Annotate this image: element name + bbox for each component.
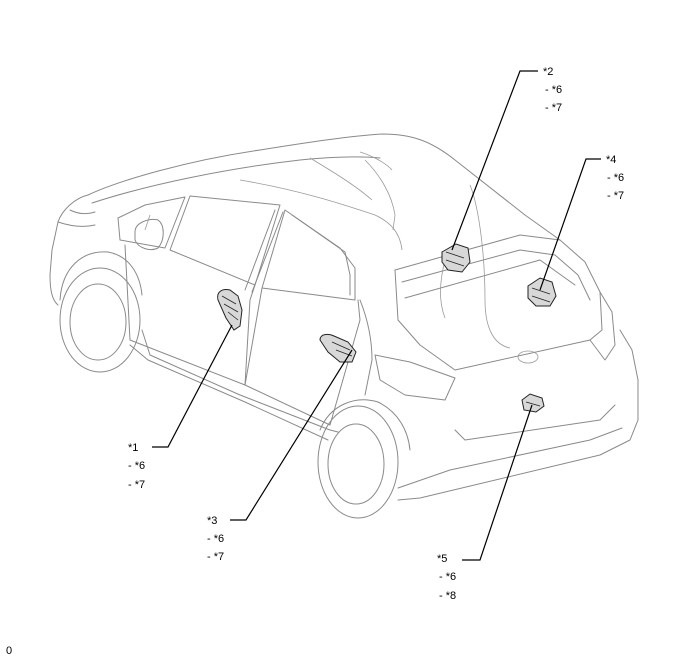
- callout-3: *3 - *6 - *7: [207, 515, 224, 563]
- callout-item: - *6: [545, 84, 562, 96]
- callout-label: *3: [207, 515, 217, 527]
- leader-line-4: [539, 158, 601, 291]
- vehicle-body-outline: [49, 133, 639, 519]
- callout-label: *4: [606, 154, 616, 166]
- leader-line-5: [462, 404, 533, 561]
- callout-item: - *6: [607, 172, 624, 184]
- callout-1: *1 - *6 - *7: [128, 442, 145, 491]
- callout-item: - *6: [128, 460, 145, 472]
- callout-item: - *6: [439, 571, 456, 583]
- part-1-icon: [217, 289, 243, 331]
- callout-label: *5: [437, 553, 447, 565]
- leader-line-3: [230, 349, 353, 521]
- callout-item: - *7: [545, 102, 562, 114]
- part-4-icon: [527, 277, 557, 307]
- callout-item: - *7: [207, 551, 224, 563]
- leader-lines: [152, 70, 601, 561]
- leader-line-1: [152, 324, 233, 448]
- callout-item: - *6: [207, 533, 224, 545]
- leader-line-2: [451, 70, 538, 251]
- callout-item: - *7: [607, 190, 624, 202]
- callout-item: - *7: [128, 479, 145, 491]
- callout-item: - *8: [439, 590, 456, 602]
- footer-code: 0: [6, 645, 12, 657]
- part-2-icon: [441, 243, 471, 273]
- part-3-icon: [319, 333, 357, 363]
- callout-4: *4 - *6 - *7: [606, 154, 624, 202]
- callout-2: *2 - *6 - *7: [543, 66, 562, 114]
- callout-5: *5 - *6 - *8: [437, 553, 456, 602]
- callout-label: *2: [543, 66, 553, 78]
- callout-label: *1: [128, 442, 138, 454]
- part-5-icon: [521, 393, 545, 413]
